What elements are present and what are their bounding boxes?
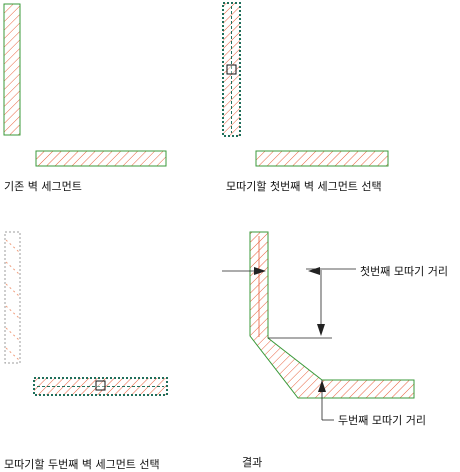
horizontal-wall-segment — [35, 150, 167, 167]
panel-existing-walls — [3, 3, 167, 167]
panel-select-first — [222, 2, 389, 167]
arrow-right-icon — [254, 267, 266, 275]
vertical-wall-segment — [3, 3, 21, 136]
ghost-hatch-marks — [5, 239, 20, 361]
pick-box-icon — [226, 64, 237, 75]
caption-existing-segments: 기존 벽 세그먼트 — [4, 180, 82, 193]
arrow-up-icon — [318, 380, 326, 392]
selected-horizontal-wall-segment[interactable] — [33, 377, 168, 396]
horizontal-wall-segment — [255, 150, 389, 167]
caption-select-first: 모따기할 첫번째 벽 세그먼트 선택 — [226, 180, 382, 193]
panel-result — [222, 231, 415, 421]
chamfered-wall — [249, 231, 415, 399]
arrow-left-icon — [308, 267, 320, 275]
caption-select-second: 모따기할 두번째 벽 세그먼트 선택 — [4, 458, 160, 471]
caption-result: 결과 — [242, 456, 263, 469]
label-second-chamfer-distance: 두번째 모따기 거리 — [338, 414, 426, 427]
pick-box-icon — [95, 380, 106, 391]
arrow-down-icon — [317, 324, 325, 336]
previously-selected-wall-ghost — [4, 231, 21, 364]
label-first-chamfer-distance: 첫번째 모따기 거리 — [360, 265, 448, 278]
panel-select-second — [4, 231, 168, 396]
selected-vertical-wall-segment[interactable] — [222, 2, 241, 137]
